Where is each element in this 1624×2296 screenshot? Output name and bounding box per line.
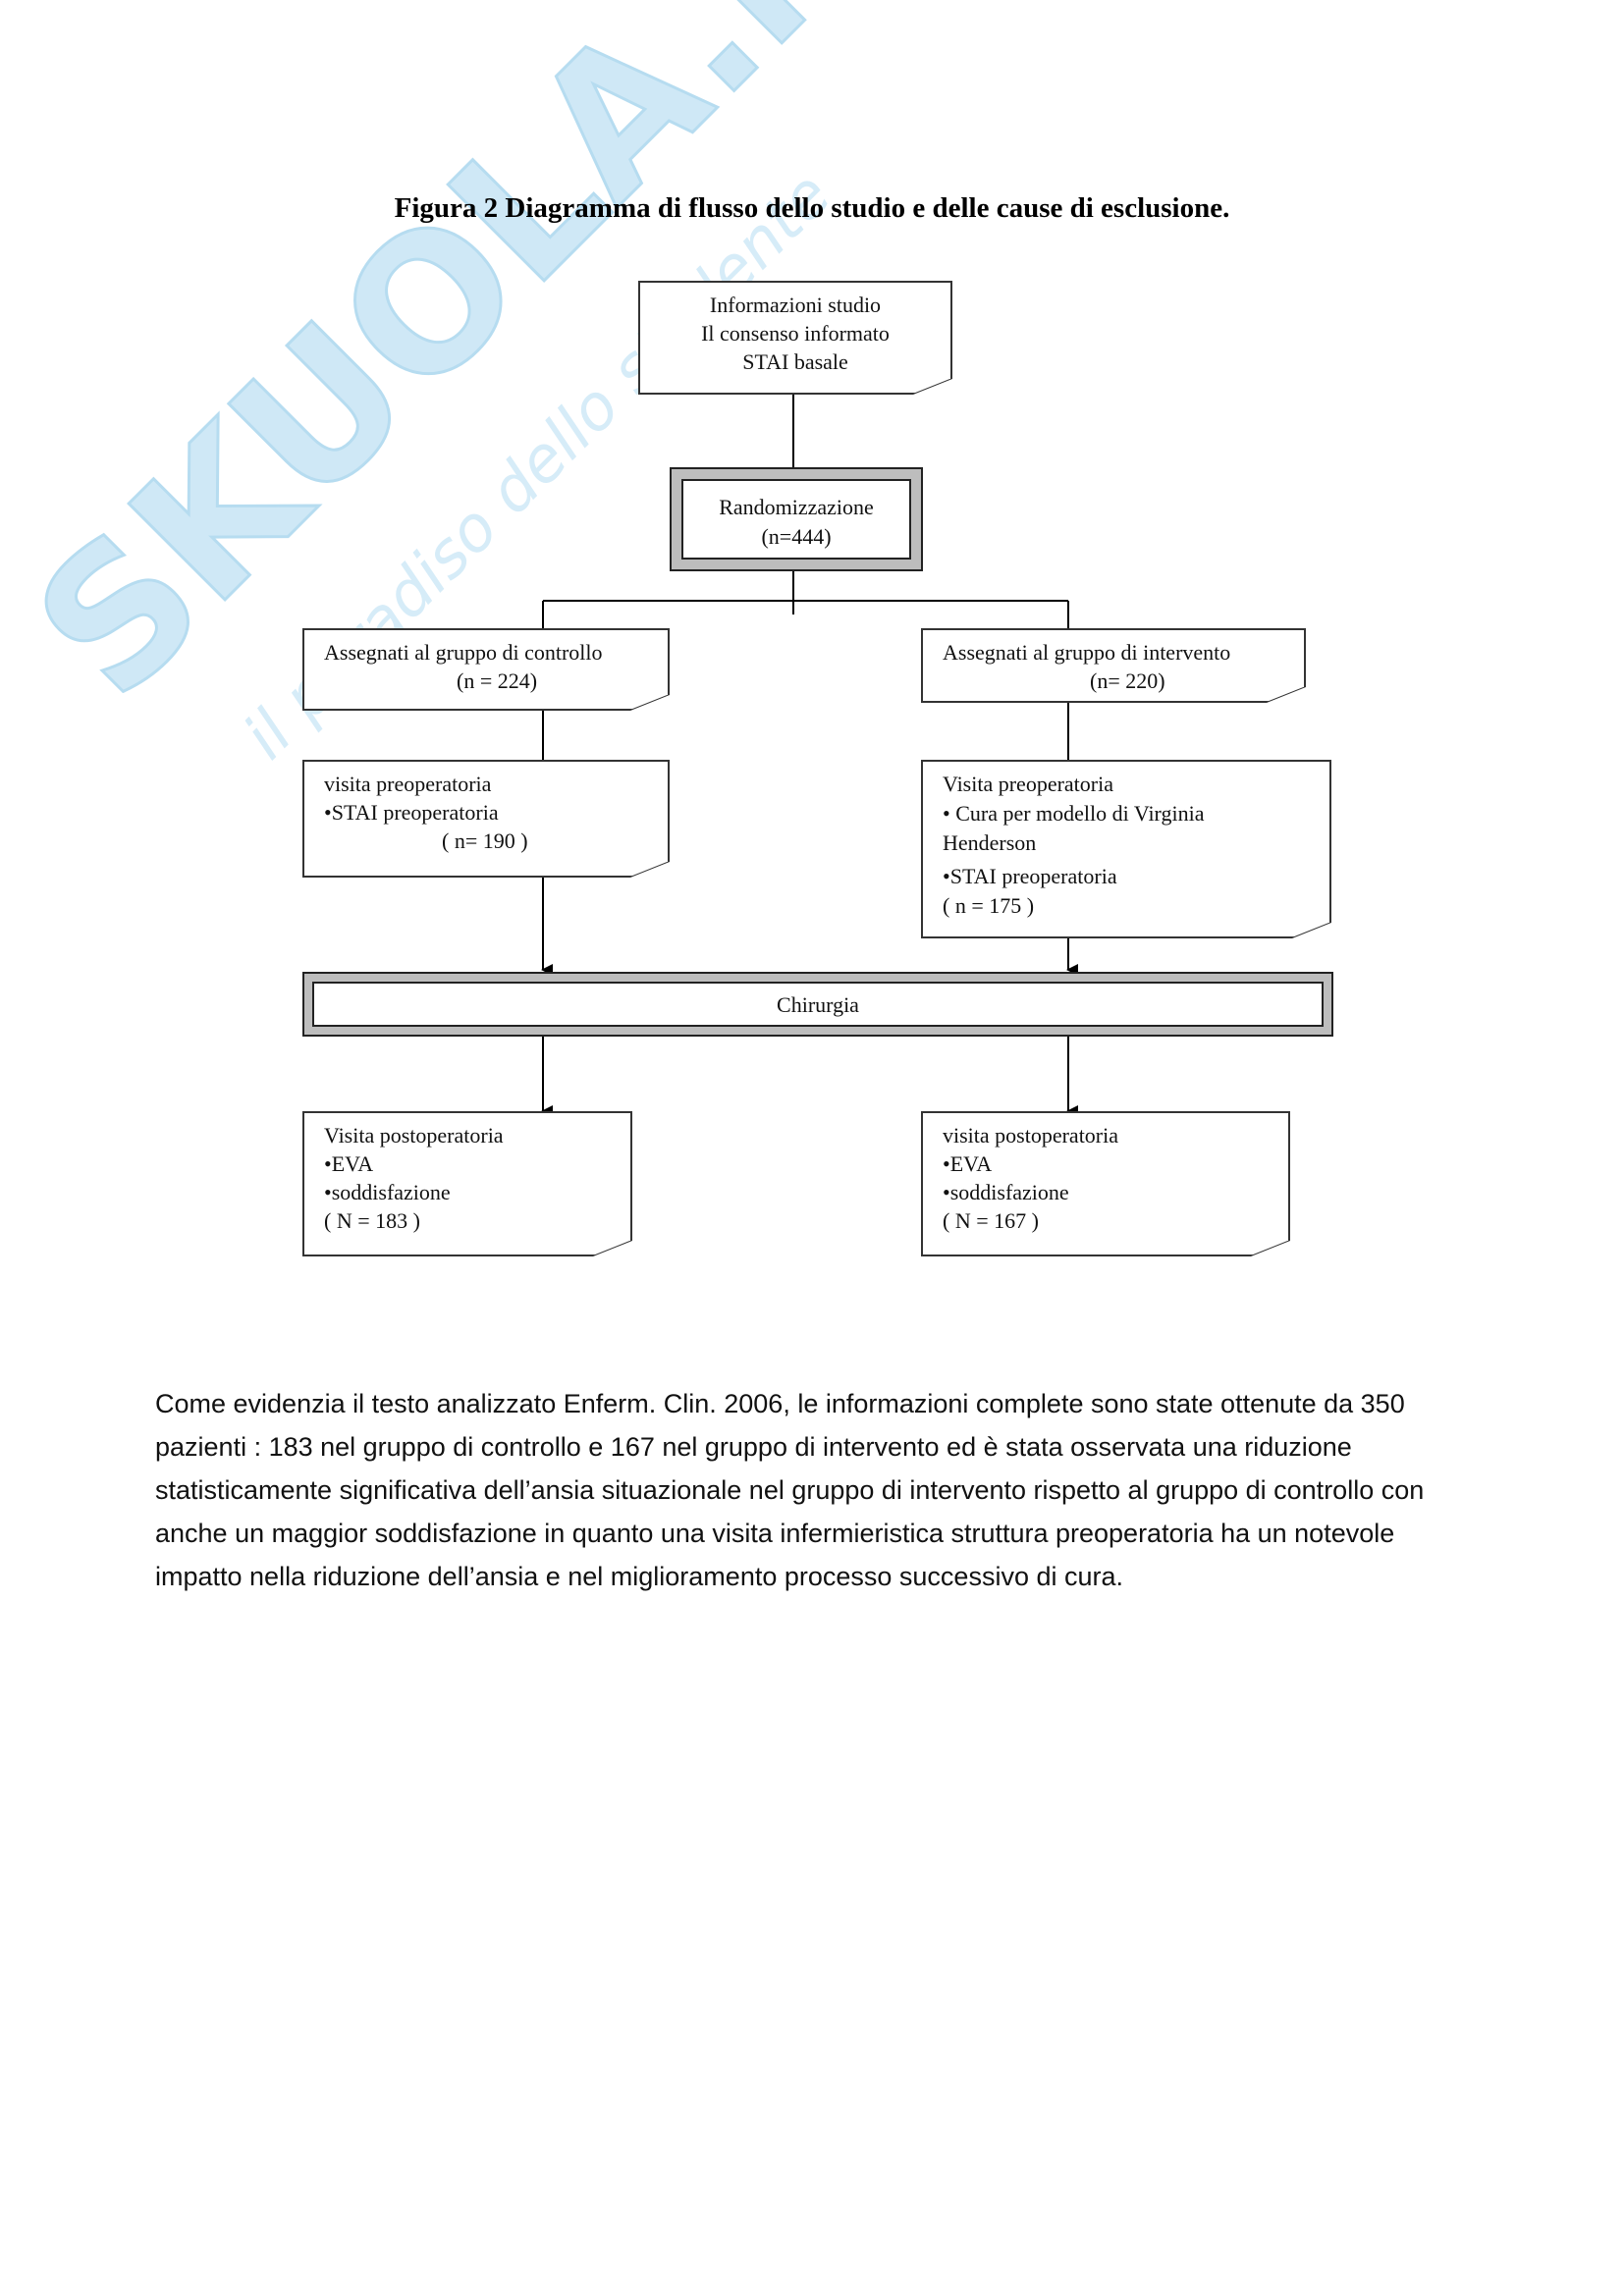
- intervention-postop-bullet-2: •soddisfazione: [943, 1180, 1069, 1204]
- randomization-label: Randomizzazione: [719, 495, 874, 519]
- intervention-preop-title: Visita preoperatoria: [943, 772, 1113, 796]
- intervention-postop-box: visita postoperatoria •EVA •soddisfazion…: [921, 1111, 1290, 1256]
- intervention-postop-title: visita postoperatoria: [943, 1123, 1119, 1148]
- control-preop-bullet-1: •STAI preoperatoria: [324, 800, 499, 825]
- control-postop-bullet-1: •EVA: [324, 1151, 374, 1176]
- intervention-group-count: (n= 220): [1090, 668, 1165, 693]
- surgery-bar: Chirurgia: [302, 972, 1333, 1037]
- intervention-preop-box: Visita preoperatoria • Cura per modello …: [921, 760, 1331, 938]
- control-postop-count: ( N = 183 ): [324, 1208, 420, 1233]
- info-line-3: STAI basale: [742, 349, 848, 374]
- info-box: Informazioni studio Il consenso informat…: [638, 281, 952, 395]
- intervention-group-label: Assegnati al gruppo di intervento: [943, 640, 1231, 665]
- folded-corner-icon: [593, 1241, 632, 1256]
- intervention-preop-bullet-1: • Cura per modello di Virginia: [943, 801, 1205, 826]
- control-postop-title: Visita postoperatoria: [324, 1123, 504, 1148]
- control-postop-bullet-2: •soddisfazione: [324, 1180, 451, 1204]
- folded-corner-icon: [630, 695, 670, 711]
- randomization-box: Randomizzazione (n=444): [670, 467, 923, 571]
- folded-corner-icon: [1251, 1241, 1290, 1256]
- folded-corner-icon: [1267, 687, 1306, 703]
- control-preop-count: ( n= 190 ): [442, 828, 528, 853]
- control-group-label: Assegnati al gruppo di controllo: [324, 640, 603, 665]
- intervention-preop-bullet-2: •STAI preoperatoria: [943, 864, 1117, 888]
- folded-corner-icon: [630, 862, 670, 878]
- control-group-box: Assegnati al gruppo di controllo (n = 22…: [302, 628, 670, 711]
- body-paragraph: Come evidenzia il testo analizzato Enfer…: [155, 1389, 1425, 1591]
- flow-connectors: [541, 393, 1078, 1117]
- control-group-count: (n = 224): [457, 668, 538, 693]
- intervention-postop-count: ( N = 167 ): [943, 1208, 1039, 1233]
- folded-corner-icon: [1292, 923, 1331, 938]
- randomization-count: (n=444): [761, 524, 832, 549]
- control-preop-title: visita preoperatoria: [324, 772, 492, 796]
- surgery-label: Chirurgia: [777, 992, 859, 1017]
- figure-title: Figura 2 Diagramma di flusso dello studi…: [394, 192, 1230, 224]
- info-line-2: Il consenso informato: [701, 321, 890, 346]
- intervention-preop-bullet-1-cont: Henderson: [943, 830, 1037, 855]
- info-line-1: Informazioni studio: [709, 293, 882, 317]
- intervention-postop-bullet-1: •EVA: [943, 1151, 993, 1176]
- folded-corner-icon: [913, 379, 952, 395]
- intervention-preop-count: ( n = 175 ): [943, 893, 1035, 918]
- control-postop-box: Visita postoperatoria •EVA •soddisfazion…: [302, 1111, 632, 1256]
- intervention-group-box: Assegnati al gruppo di intervento (n= 22…: [921, 628, 1306, 703]
- control-preop-box: visita preoperatoria •STAI preoperatoria…: [302, 760, 670, 878]
